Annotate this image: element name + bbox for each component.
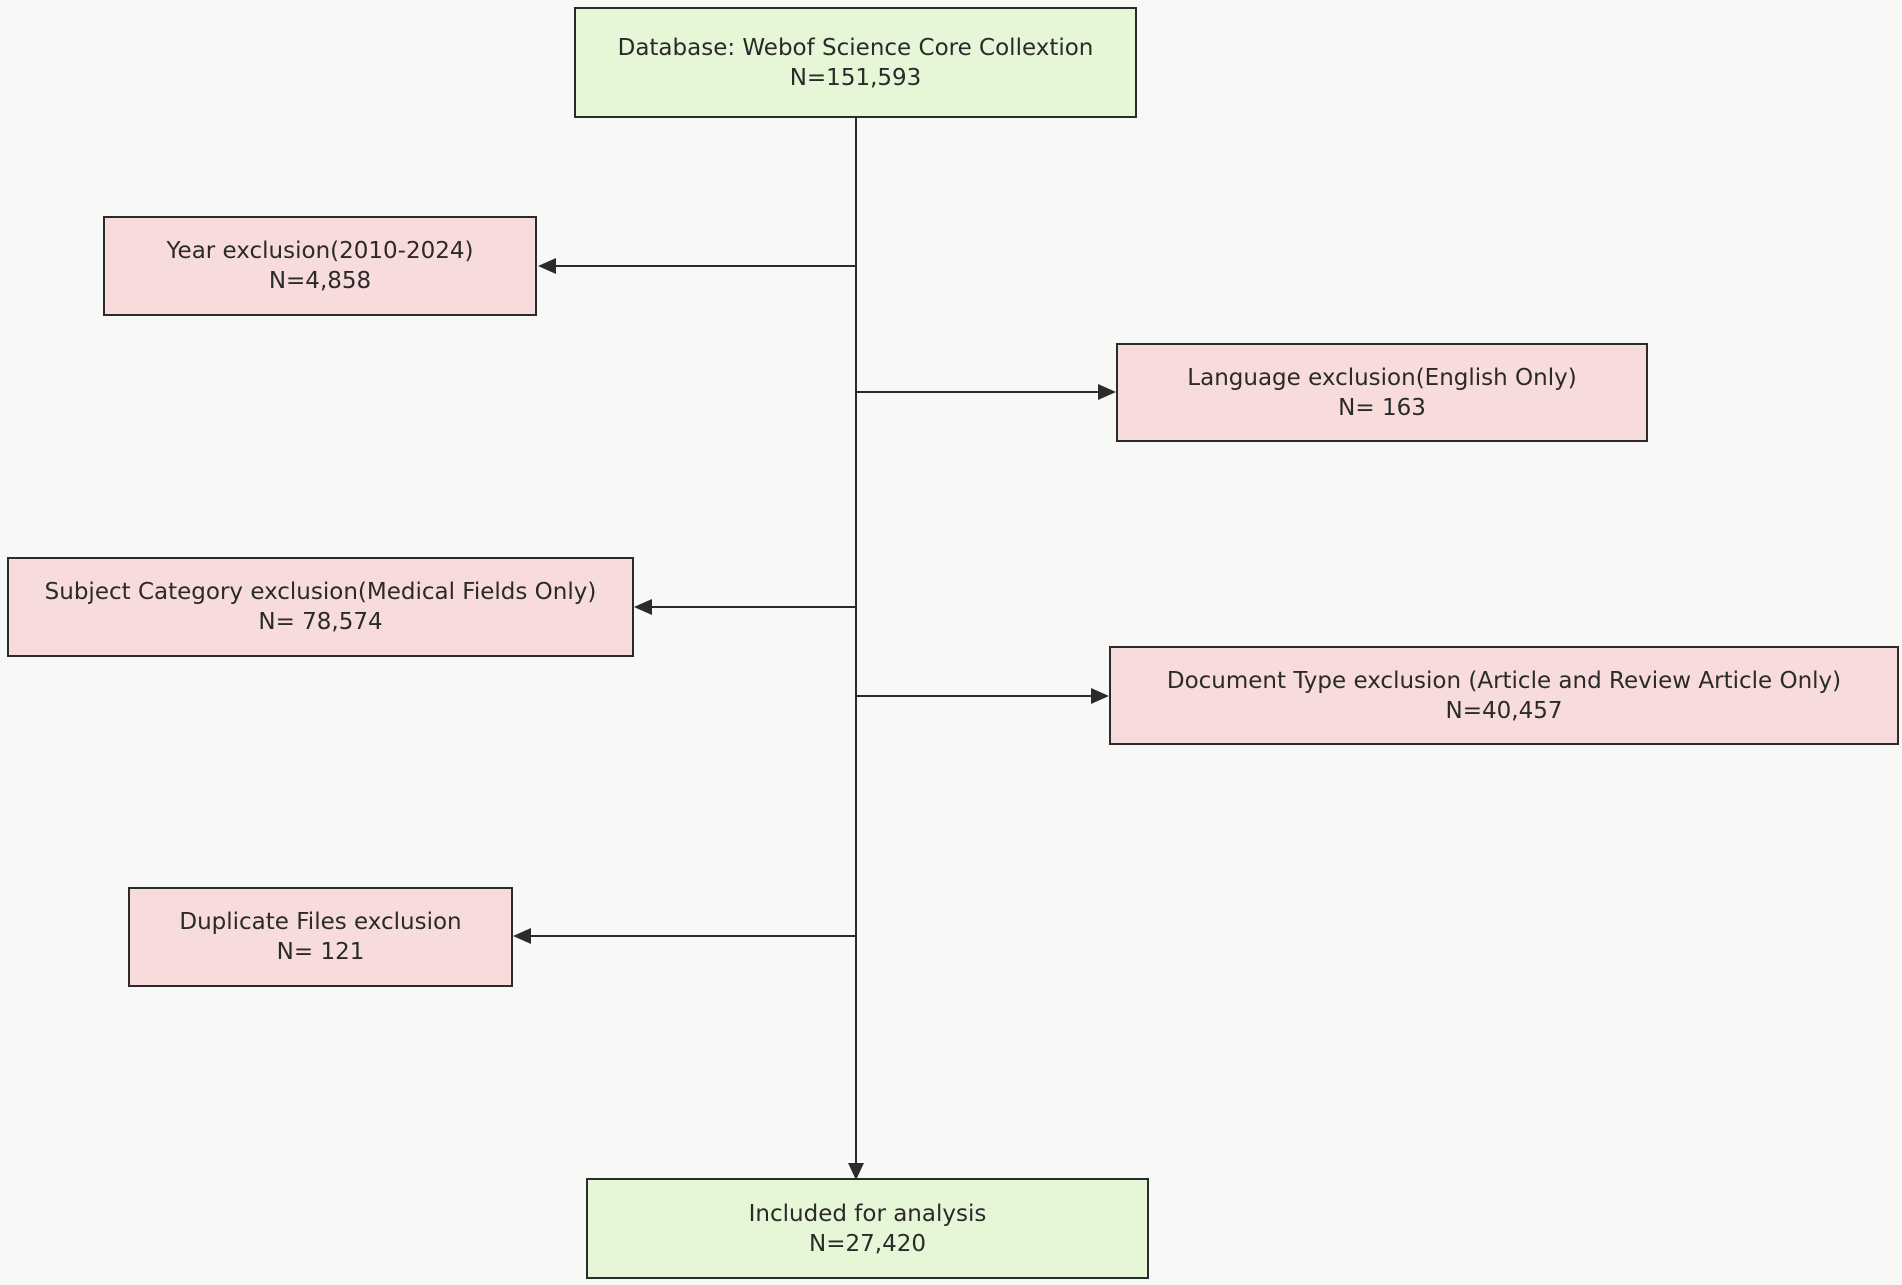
arrowhead-subject [634, 599, 652, 615]
included-box: Included for analysis N=27,420 [586, 1178, 1149, 1279]
arrowhead-year [538, 258, 556, 274]
duplicate-exclusion-count: N= 121 [276, 939, 365, 965]
language-exclusion-label: Language exclusion(English Only) [1187, 364, 1577, 391]
arrowhead-language [1098, 384, 1116, 400]
arrow-to-included [848, 1163, 864, 1180]
year-exclusion-count: N=4,858 [268, 268, 372, 294]
subject-exclusion-label: Subject Category exclusion(Medical Field… [44, 579, 597, 605]
subject-exclusion-count: N= 78,574 [258, 609, 383, 635]
language-exclusion-box: Language exclusion(English Only) N= 163 [1116, 343, 1648, 442]
database-label: Database: Webof Science Core Collextion [617, 34, 1094, 61]
included-label: Included for analysis [748, 1200, 987, 1227]
language-exclusion-count: N= 163 [1338, 394, 1426, 421]
document-type-exclusion-box: Document Type exclusion (Article and Rev… [1109, 646, 1899, 745]
document-type-exclusion-count: N=40,457 [1445, 697, 1563, 724]
subject-exclusion-box: Subject Category exclusion(Medical Field… [7, 557, 634, 657]
year-exclusion-box: Year exclusion(2010-2024) N=4,858 [103, 216, 537, 316]
database-count: N=151,593 [789, 64, 922, 91]
arrowhead-document [1091, 688, 1109, 704]
included-count: N=27,420 [809, 1230, 926, 1257]
document-type-exclusion-label: Document Type exclusion (Article and Rev… [1166, 667, 1842, 694]
duplicate-exclusion-label: Duplicate Files exclusion [179, 909, 462, 935]
duplicate-exclusion-box: Duplicate Files exclusion N= 121 [128, 887, 513, 987]
database-box: Database: Webof Science Core Collextion … [574, 7, 1137, 118]
year-exclusion-label: Year exclusion(2010-2024) [166, 238, 474, 264]
arrowhead-duplicate [513, 928, 531, 944]
